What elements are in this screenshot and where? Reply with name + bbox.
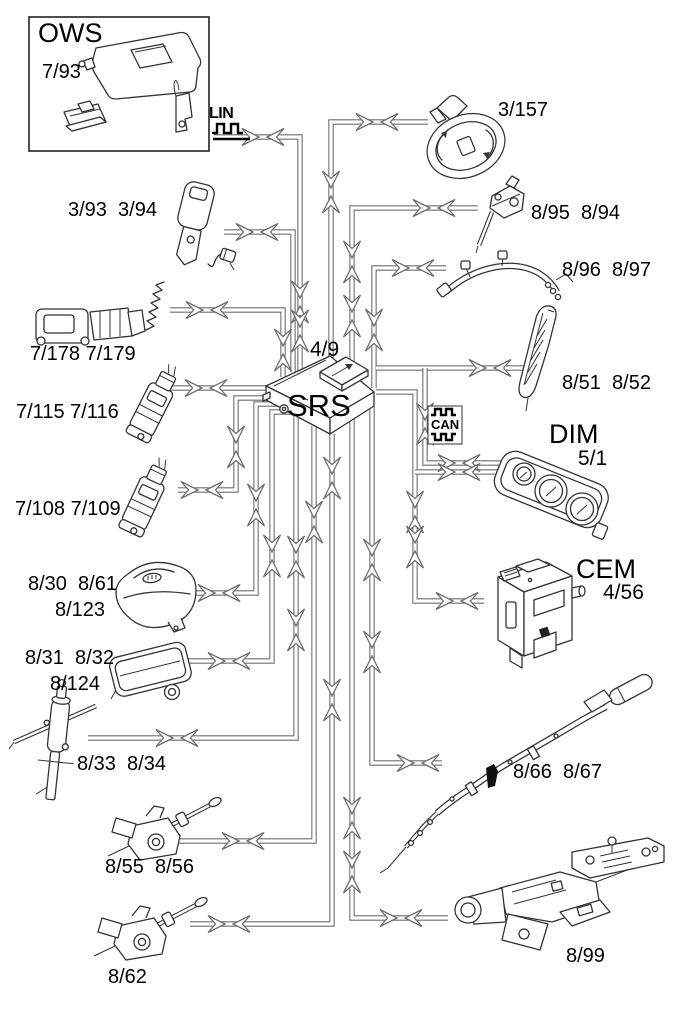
component-steering-column — [454, 836, 665, 951]
label-7108-7109: 7/108 7/109 — [15, 498, 121, 520]
component-cable-tensioner-2 — [94, 896, 209, 960]
component-switch-3157 — [426, 94, 506, 180]
component-tensioner-upper — [124, 359, 186, 445]
label-895-894: 8/95 8/94 — [531, 202, 620, 224]
component-dim-cluster — [493, 450, 609, 540]
component-clockspring — [35, 281, 165, 346]
label-862: 8/62 — [108, 966, 147, 988]
component-curtain-tube — [379, 673, 653, 874]
component-side-airbag — [8, 678, 97, 801]
labels: OWS 7/93 3/157 3/93 3/94 8/95 8/94 8/96 … — [15, 18, 651, 988]
label-393-394: 3/93 3/94 — [68, 199, 157, 221]
label-833-834: 8/33 8/34 — [77, 753, 166, 775]
seat-cushion-sensor-drawing — [78, 31, 202, 100]
can-wave-top-icon — [431, 407, 456, 417]
ows-ref: 7/93 — [42, 61, 81, 83]
component-cem-module — [497, 558, 586, 669]
ows-title: OWS — [38, 18, 103, 48]
ows-module-drawing — [63, 100, 107, 132]
component-passenger-airbag — [109, 641, 192, 701]
label-899: 8/99 — [566, 945, 605, 967]
lin-wave-icon — [212, 122, 243, 135]
component-harness — [436, 250, 574, 301]
label-851-852: 8/51 8/52 — [562, 372, 651, 394]
label-831-832: 8/31 8/32 — [25, 647, 114, 669]
srs-ref: 4/9 — [310, 338, 339, 361]
label-8124: 8/124 — [50, 673, 100, 695]
dim-title: DIM — [549, 419, 599, 449]
label-866-867: 8/66 8/67 — [513, 761, 602, 783]
lin-label: LIN — [209, 105, 233, 122]
dim-ref: 5/1 — [578, 447, 607, 470]
label-3157: 3/157 — [498, 99, 548, 121]
wire-passenger-airbag — [174, 412, 292, 661]
wire-curtain-866 — [372, 406, 442, 763]
can-label: CAN — [431, 417, 459, 432]
wire-switch-3157 — [331, 122, 428, 358]
label-830-861: 8/30 8/61 — [28, 573, 117, 595]
label-855-856: 8/55 8/56 — [105, 856, 194, 878]
srs-title: SRS — [287, 388, 351, 423]
component-cable-tensioner — [108, 796, 223, 860]
symbol-lin: LIN — [209, 105, 250, 141]
label-8123: 8/123 — [55, 599, 105, 621]
can-wave-bottom-icon — [431, 432, 456, 442]
label-7178-7179: 7/178 7/179 — [30, 343, 136, 365]
curtain-clip — [486, 764, 498, 788]
component-ows — [28, 16, 210, 152]
ows-clip-drawing — [173, 80, 193, 133]
symbol-can: CAN — [427, 405, 463, 445]
cem-ref: 4/56 — [603, 581, 644, 604]
module-srs — [262, 355, 375, 435]
component-sensor — [475, 175, 525, 254]
component-buckle — [175, 181, 237, 271]
component-driver-airbag — [115, 561, 197, 633]
label-7115-7116: 7/115 7/116 — [16, 401, 119, 423]
cem-title: CEM — [576, 554, 636, 584]
wire-clockspring-7178 — [170, 310, 283, 377]
component-tensioner-lower — [117, 452, 177, 539]
wire-harness — [88, 122, 528, 924]
component-curtain-blade — [518, 305, 557, 412]
label-896-897: 8/96 8/97 — [562, 259, 651, 281]
